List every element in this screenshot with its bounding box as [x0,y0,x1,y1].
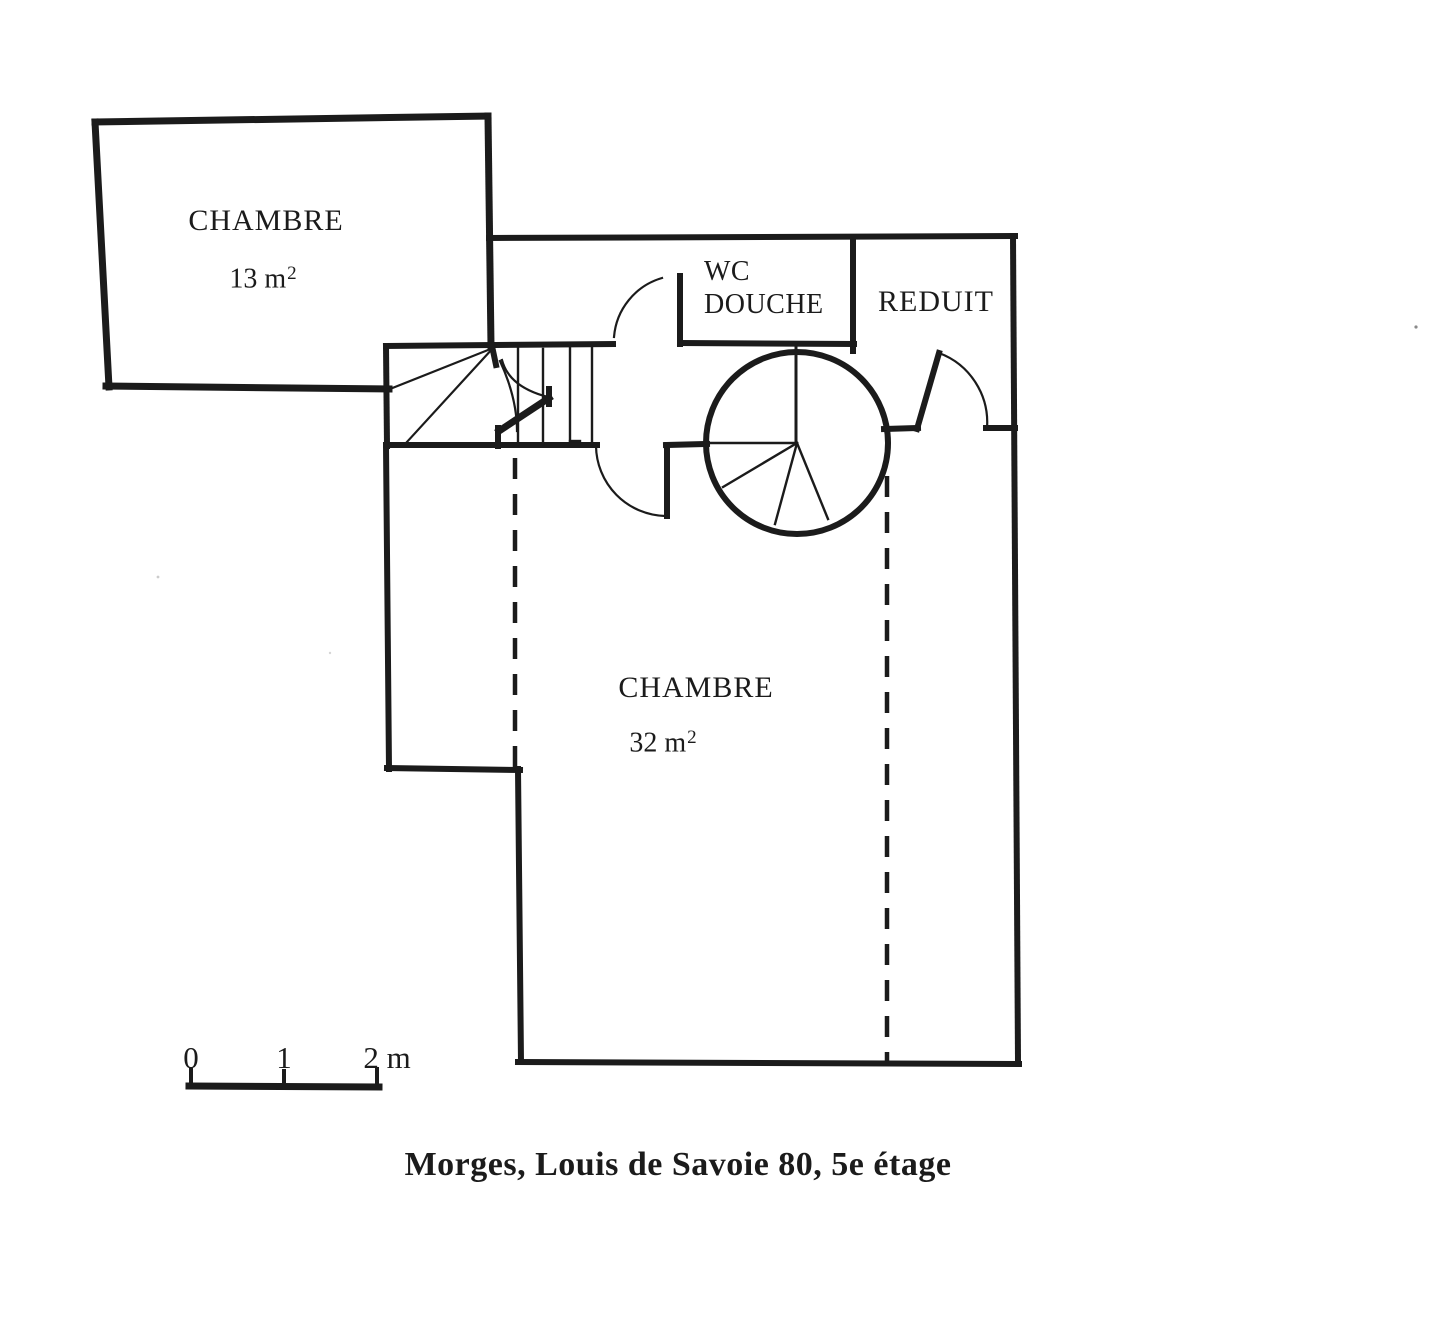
wall-wc-bottom-left [382,340,617,350]
wall-right [1009,232,1022,1066]
scale-label-1: 1 [276,1040,292,1075]
scale-label-0: 0 [183,1040,199,1075]
scan-speck [156,575,160,579]
reduit-door [913,349,989,433]
stair-arrow [494,393,554,436]
spiral-stair-spoke [795,441,830,521]
wall-bottom [514,1058,1023,1068]
swing-line [388,346,495,391]
room-label-chambre-32: CHAMBRE [618,671,774,704]
wall-top [485,232,1019,242]
entry-hall-walls [382,342,711,450]
room-label-chambre-13: CHAMBRE [188,204,344,237]
wc-label-line2: DOUCHE [704,289,824,320]
wc-reduit-walls [382,232,1022,1066]
room-label-wc-douche: WC DOUCHE [704,255,824,321]
wall-step [383,764,524,774]
door-swing-arc [612,276,664,339]
wall-bottom [102,382,393,393]
area-exponent: 2 [687,727,697,748]
chambre-32-door [594,442,670,519]
scan-speck [328,651,332,655]
swing-arc [500,358,550,399]
wall-top [91,112,492,126]
area-exponent: 2 [287,263,297,284]
winder-stairs [494,345,594,449]
scan-speck [1414,325,1418,329]
room-chambre-13-walls [91,112,495,393]
swing-line [404,346,495,445]
wall-left-lower [514,765,525,1066]
wall-right [484,112,495,350]
spiral-staircase [703,342,891,537]
wall-hall-bottom-right [662,440,711,449]
scale-bar [185,1067,383,1091]
ceiling-break-lines [512,458,890,1061]
wc-label-line1: WC [704,256,751,287]
wall-left [91,118,113,391]
door-jamb-tick [488,342,500,369]
room-label-reduit: REDUIT [878,285,994,318]
area-value: 13 m [229,263,287,295]
door-swing-arc [937,351,989,430]
room-area-chambre-13: 13 m2 [190,261,336,296]
door-swing-arc [594,444,667,518]
entry-door-swing [388,342,550,445]
plan-title: Morges, Louis de Savoie 80, 5e étage [404,1146,952,1183]
wall-wc-bottom-right [676,339,858,348]
wc-door [612,273,683,347]
room-area-chambre-32: 32 m2 [590,725,736,760]
scale-label-2m: 2 m [363,1040,411,1075]
spiral-stair-spoke [721,441,799,489]
area-value: 32 m [629,727,687,759]
wall-left-upper [382,441,393,773]
scan-artifacts [156,325,1418,655]
scale-bar-line [185,1082,383,1091]
spiral-stair-spoke [773,441,799,526]
door-leaf [913,349,943,433]
wall-hall-left [382,342,391,450]
room-chambre-32-walls [382,441,1023,1068]
